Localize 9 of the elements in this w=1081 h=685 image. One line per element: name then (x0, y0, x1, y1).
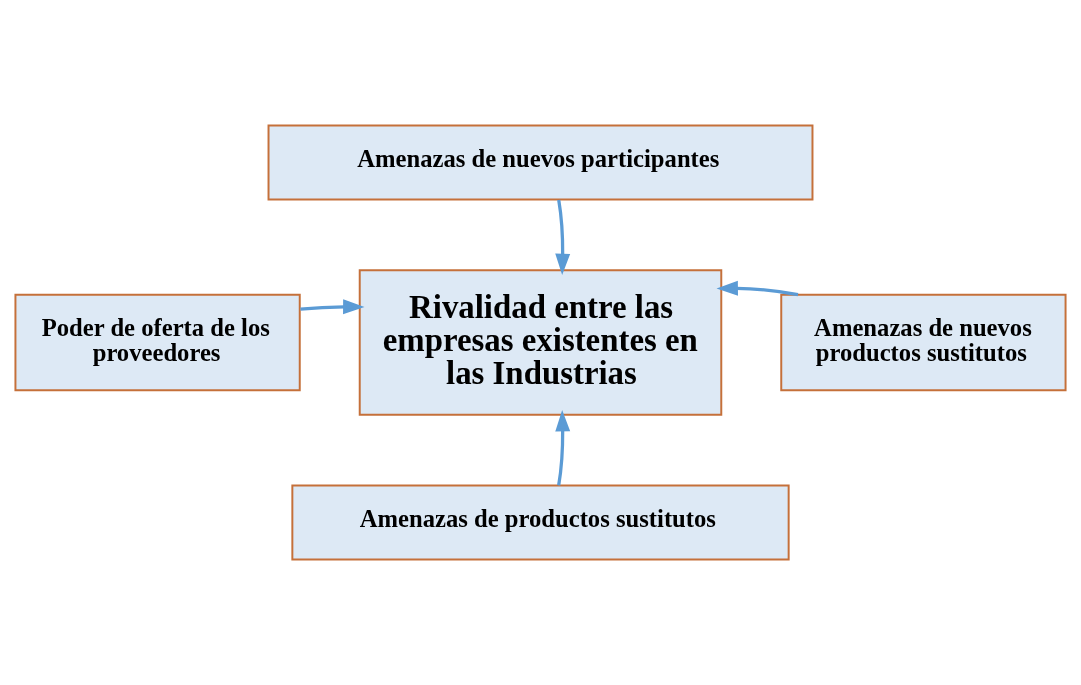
node-box: Rivalidad entre las empresas existentes en las Industrias (358, 269, 723, 416)
arrow (555, 199, 571, 276)
node-box: Amenazas de productos sustitutos (291, 484, 790, 561)
node-box: Amenazas de nuevos participantes (267, 124, 814, 201)
node-box: Amenazas de nuevos productos sustitutos (780, 293, 1067, 392)
arrow (555, 410, 571, 486)
arrow (300, 299, 365, 315)
node-box: Poder de oferta de los proveedores (14, 293, 301, 392)
arrow (716, 280, 799, 297)
